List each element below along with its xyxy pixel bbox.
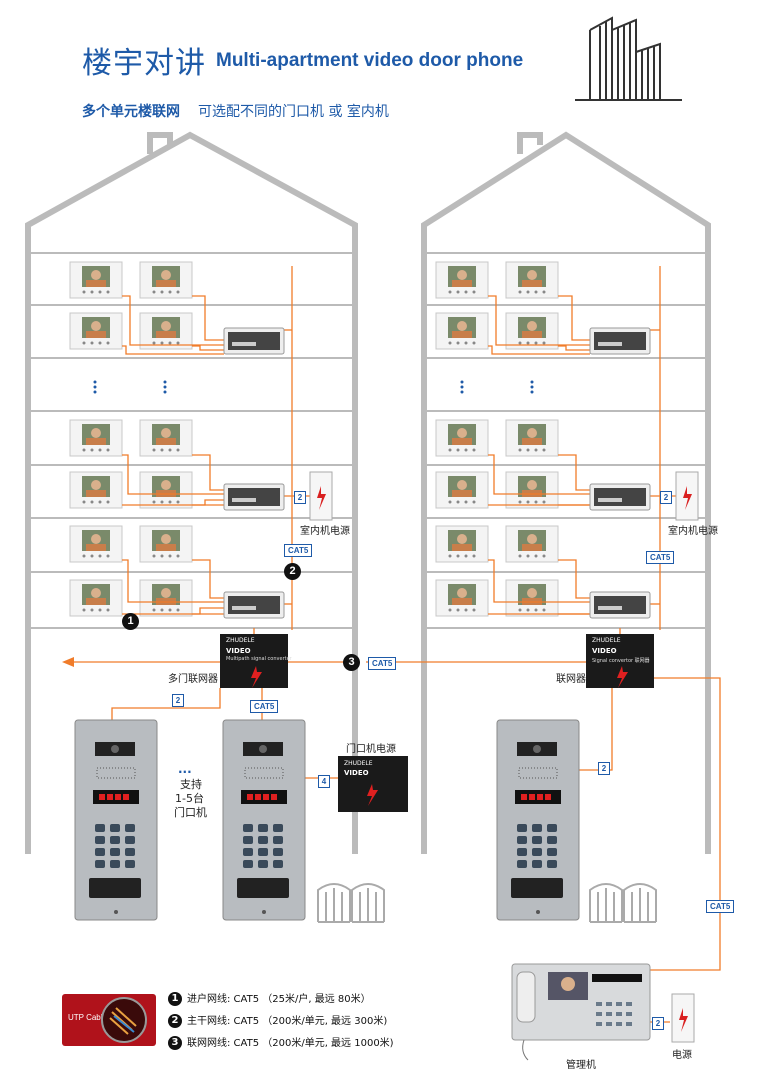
badge-2-right-door: 2 — [598, 762, 610, 775]
door-power-brand: ZHUDELE — [344, 760, 373, 767]
management-unit — [511, 963, 651, 1061]
power-label: 电源 — [672, 1050, 692, 1061]
circle-2: 2 — [284, 563, 301, 580]
multi-door-networker-label: 多门联网器 — [168, 674, 218, 685]
support-dots: ... — [178, 762, 192, 776]
utp-cable-badge: UTP Cable — [62, 994, 156, 1046]
indoor-power-label-left: 室内机电源 — [300, 526, 350, 537]
indoor-power-label-right: 室内机电源 — [668, 526, 718, 537]
legend-text-1: 进户网线: CAT5 （25米/户, 最远 80米） — [187, 994, 371, 1005]
legend-item-1: 1 进户网线: CAT5 （25米/户, 最远 80米） — [168, 990, 371, 1006]
badge-2-management: 2 — [652, 1017, 664, 1030]
badge-2-left: 2 — [294, 491, 306, 504]
legend-num-1: 1 — [168, 992, 182, 1006]
support-line3: 门口机 — [174, 806, 207, 819]
gates — [317, 883, 657, 923]
legend-item-2: 2 主干网线: CAT5 （200米/单元, 最远 300米) — [168, 1012, 387, 1028]
page-title-en: Multi-apartment video door phone — [216, 50, 524, 71]
door-panels — [74, 719, 580, 921]
legend-text-3: 联网网线: CAT5 （200米/单元, 最远 1000米) — [187, 1038, 394, 1049]
building-logo-icon — [575, 16, 682, 101]
right-floor-lines — [426, 252, 706, 629]
cat5-tag-network: CAT5 — [368, 657, 397, 670]
multipath-text: Multipath signal converter — [226, 656, 292, 662]
legend-num-2: 2 — [168, 1014, 182, 1028]
networker-logo-right: VIDEO — [592, 647, 617, 655]
utp-cable-text: UTP Cable — [68, 1013, 107, 1022]
legend-num-3: 3 — [168, 1036, 182, 1050]
circle-3: 3 — [343, 654, 360, 671]
right-indoor-monitors — [435, 261, 559, 617]
page-subtitle: 多个单元楼联网 可选配不同的门口机 或 室内机 — [82, 101, 389, 121]
cat5-tag-door: CAT5 — [250, 700, 279, 713]
left-building-outline — [25, 131, 358, 854]
cat5-tag-left-trunk: CAT5 — [284, 544, 313, 557]
subtitle-rest: 可选配不同的门口机 或 室内机 — [198, 104, 389, 120]
circle-1: 1 — [122, 613, 139, 630]
page-title-cn: 楼宇对讲 — [82, 46, 206, 81]
cat5-tag-management: CAT5 — [706, 900, 735, 913]
ellipsis-dots — [93, 380, 534, 394]
arrow-left-icon — [62, 657, 74, 667]
left-floor-lines — [30, 252, 353, 629]
networker-logo-left: VIDEO — [226, 647, 251, 655]
right-building-outline — [421, 131, 711, 854]
networker-box — [586, 634, 654, 688]
door-power-logo: VIDEO — [344, 769, 369, 777]
signal-conv-text: Signal convertor 联网器 — [592, 658, 650, 664]
badge-2-door: 2 — [172, 694, 184, 707]
cable-icon — [101, 997, 147, 1043]
networker-brand-right: ZHUDELE — [592, 637, 621, 644]
support-line1: 支持 — [180, 778, 202, 791]
subtitle-bold: 多个单元楼联网 — [82, 104, 180, 120]
legend-text-2: 主干网线: CAT5 （200米/单元, 最远 300米) — [187, 1016, 388, 1027]
multi-door-networker-box — [220, 634, 288, 688]
door-power-box — [338, 756, 408, 812]
legend-item-3: 3 联网网线: CAT5 （200米/单元, 最远 1000米) — [168, 1034, 394, 1050]
badge-2-right: 2 — [660, 491, 672, 504]
left-indoor-monitors — [69, 261, 193, 617]
cat5-tag-right-trunk: CAT5 — [646, 551, 675, 564]
management-label: 管理机 — [566, 1060, 596, 1071]
networker-label: 联网器 — [556, 674, 586, 685]
door-power-label: 门口机电源 — [346, 744, 396, 755]
networker-brand-left: ZHUDELE — [226, 637, 255, 644]
support-line2: 1-5台 — [175, 792, 204, 805]
badge-4-door-power: 4 — [318, 775, 330, 788]
